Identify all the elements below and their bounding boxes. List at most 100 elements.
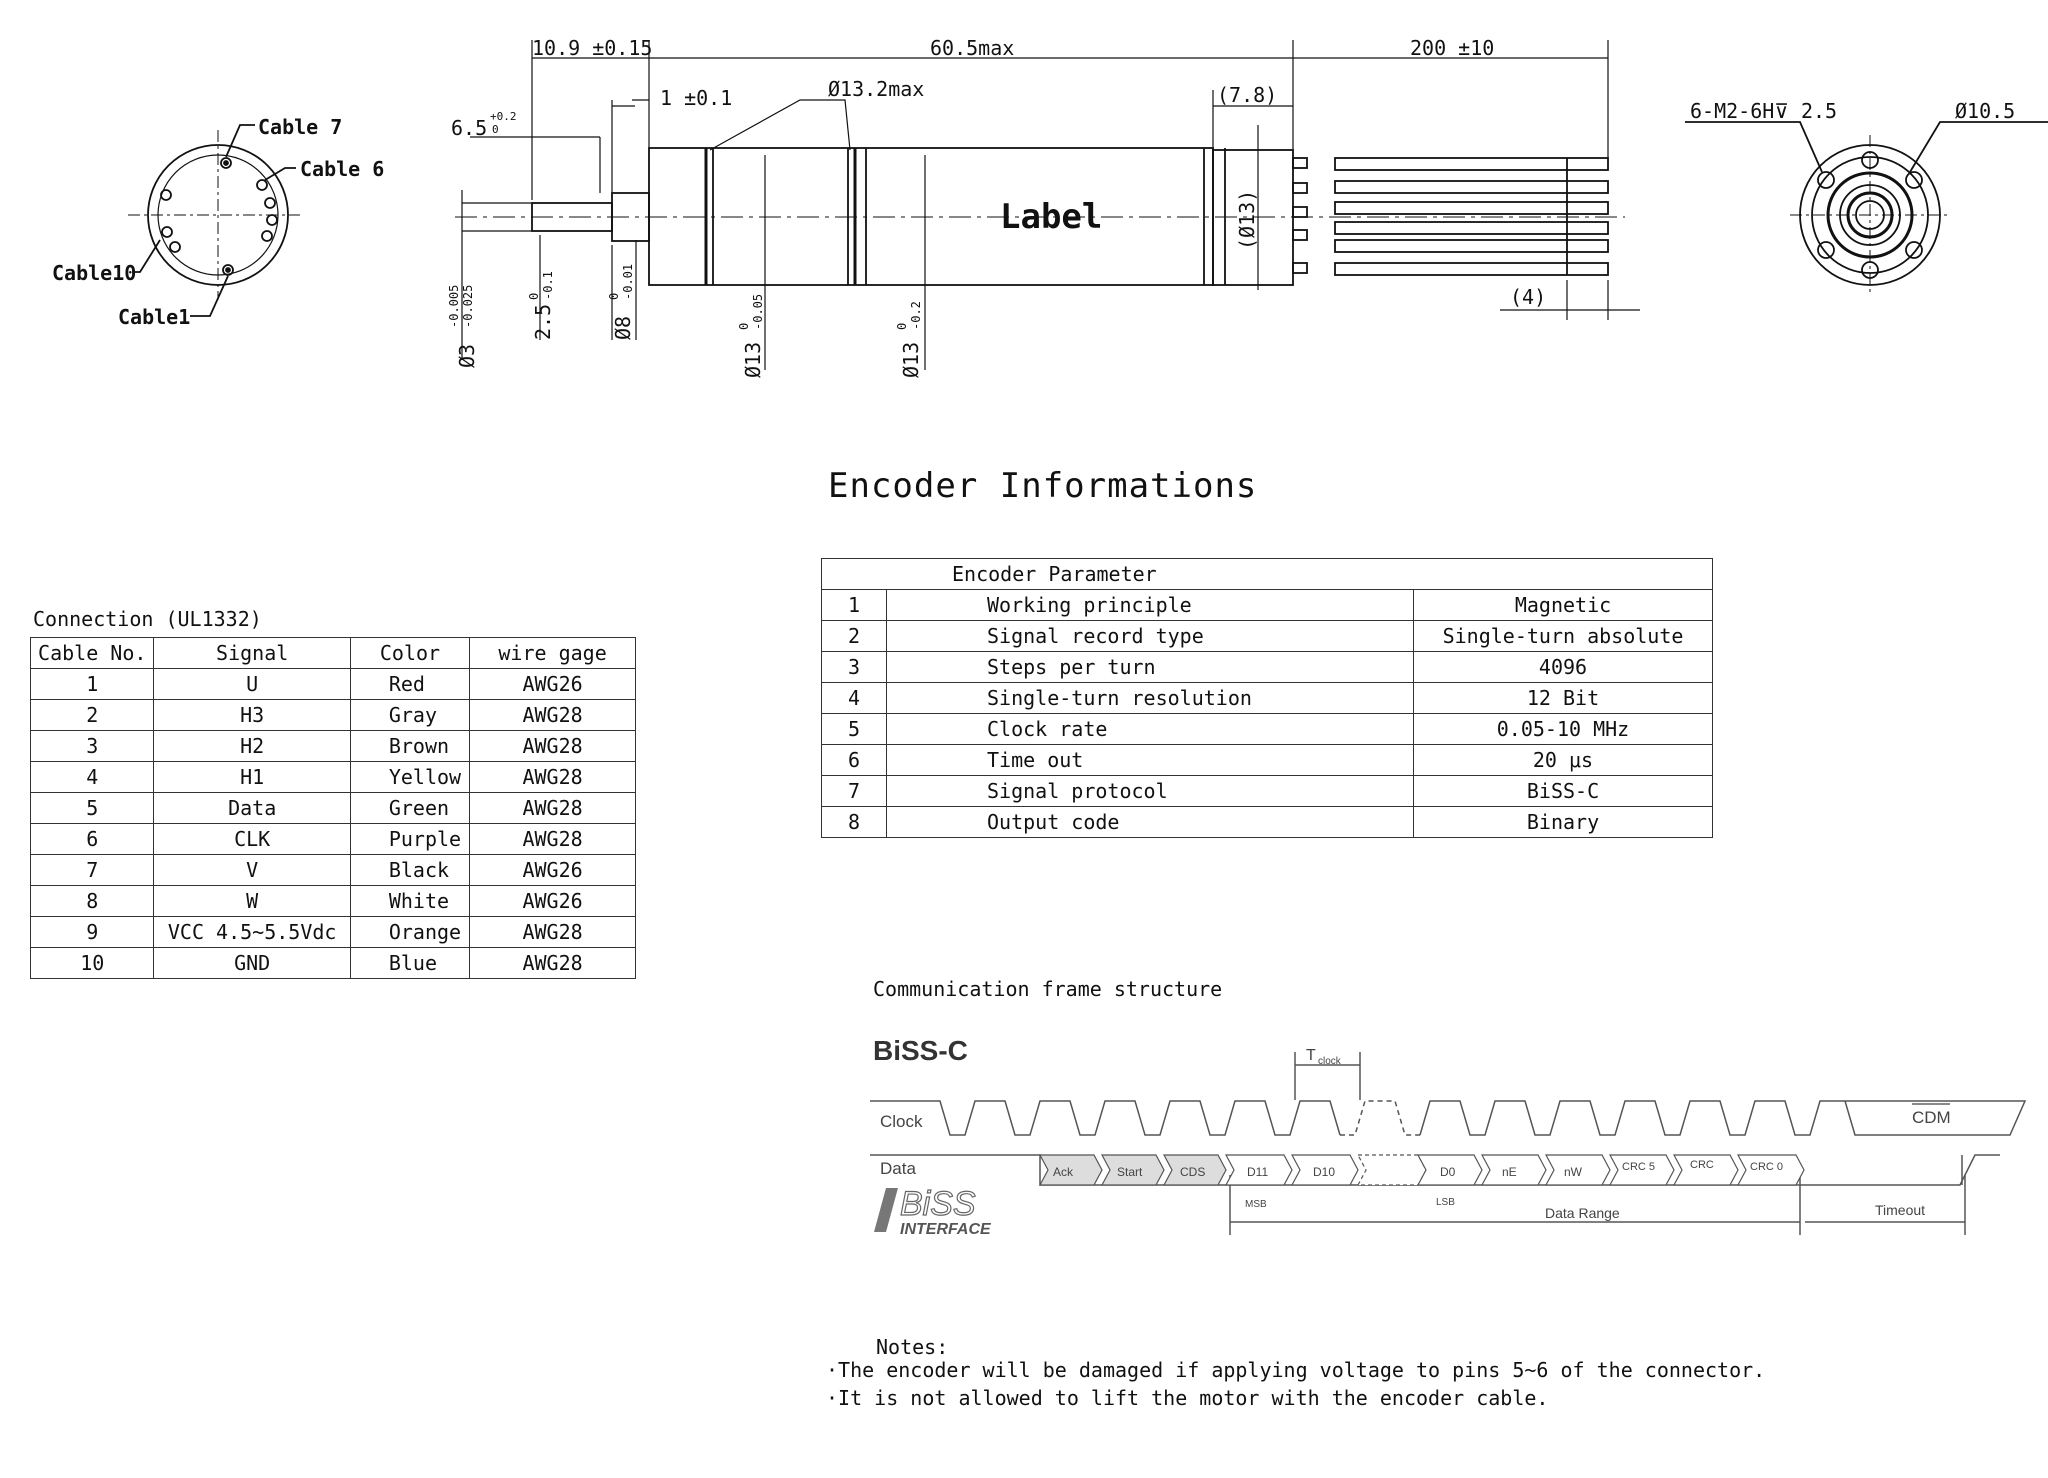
cell-crc0: CRC 0 — [1750, 1161, 1783, 1173]
table-header-row: Cable No. Signal Color wire gage — [29, 637, 636, 669]
cell: H2 — [153, 730, 351, 762]
dim-13a-tol2: -0.05 — [751, 294, 765, 330]
cell: CLK — [153, 823, 351, 855]
cell: Clock rate — [886, 713, 1414, 745]
msb-label: MSB — [1245, 1199, 1267, 1210]
dim-2-5-tol: 0 — [527, 293, 541, 300]
cell: H1 — [153, 761, 351, 793]
dim-6-5-tol2: 0 — [492, 123, 499, 136]
cell: 7 — [821, 775, 887, 807]
front-view — [128, 124, 300, 317]
cell: AWG28 — [469, 947, 636, 979]
cell: 1 — [29, 668, 155, 700]
dim-1: 1 ±0.1 — [660, 86, 732, 110]
dim-3-tol2: -0.025 — [461, 285, 475, 328]
cell: 0.05-10 MHz — [1413, 713, 1713, 745]
cell: 12 Bit — [1413, 682, 1713, 714]
header-cell: wire gage — [469, 637, 636, 669]
dim-10-9: 10.9 ±0.15 — [532, 36, 652, 60]
cell-cds: CDS — [1180, 1165, 1205, 1179]
cell: Orange — [349, 916, 471, 948]
note-line-2: ·It is not allowed to lift the motor wit… — [826, 1386, 1549, 1410]
cell: 4 — [821, 682, 887, 714]
cell: Black — [349, 854, 471, 886]
connection-caption: Connection (UL1332) — [33, 607, 262, 631]
cell: 7 — [29, 854, 155, 886]
end-dia: Ø10.5 — [1955, 99, 2015, 123]
end-thread: 6-M2-6H⊽ 2.5 — [1690, 99, 1837, 123]
cell: 2 — [821, 620, 887, 652]
cable1-label: Cable1 — [118, 305, 190, 329]
data-label: Data — [880, 1159, 916, 1178]
cell: 5 — [29, 792, 155, 824]
dim-13a: Ø13 — [741, 342, 765, 378]
cell: 3 — [29, 730, 155, 762]
dim-3: Ø3 — [455, 344, 479, 368]
cell: Working principle — [886, 589, 1414, 621]
cell: White — [349, 885, 471, 917]
encoder-title: Encoder Informations — [828, 466, 1258, 506]
dim-2-5-tol2: -0.1 — [541, 271, 555, 300]
cell: Red — [349, 668, 471, 700]
note-line-1: ·The encoder will be damaged if applying… — [826, 1358, 1766, 1382]
dim-13b: Ø13 — [899, 342, 923, 378]
dim-8-tol2: -0.01 — [621, 264, 635, 300]
cell: AWG28 — [469, 730, 636, 762]
cell: AWG28 — [469, 699, 636, 731]
data-range-label: Data Range — [1545, 1205, 1620, 1221]
cell: AWG26 — [469, 854, 636, 886]
cable6-label: Cable 6 — [300, 157, 384, 181]
cell: 1 — [821, 589, 887, 621]
cell: 6 — [821, 744, 887, 776]
data-cells — [1039, 1154, 1805, 1186]
cell: U — [153, 668, 351, 700]
dim-2-5: 2.5 — [531, 304, 555, 340]
cell: 10 — [29, 947, 155, 979]
svg-text:INTERFACE: INTERFACE — [900, 1221, 992, 1238]
cell: 3 — [821, 651, 887, 683]
frame-title: Communication frame structure — [873, 977, 1223, 1001]
cdm-label: CDM — [1912, 1108, 1951, 1127]
cell: W — [153, 885, 351, 917]
frame-protocol: BiSS-C — [873, 1035, 968, 1066]
cell: AWG26 — [469, 668, 636, 700]
dim-60-5: 60.5max — [930, 36, 1014, 60]
cell: 6 — [29, 823, 155, 855]
dim-13b-tol: 0 — [895, 323, 909, 330]
body-label: Label — [1000, 197, 1102, 237]
cell: Gray — [349, 699, 471, 731]
cell: Single-turn resolution — [886, 682, 1414, 714]
dim-6-5: 6.5 — [451, 116, 487, 140]
cell: 20 μs — [1413, 744, 1713, 776]
dim-6-5-tol: +0.2 — [490, 110, 517, 123]
tclock-sub: clock — [1318, 1056, 1342, 1067]
cell: Brown — [349, 730, 471, 762]
cell: Purple — [349, 823, 471, 855]
dim-4: (4) — [1510, 285, 1546, 309]
cell: 5 — [821, 713, 887, 745]
header-cell: Signal — [153, 637, 351, 669]
cell: H3 — [153, 699, 351, 731]
header-cell: Cable No. — [29, 637, 155, 669]
cell-d0: D0 — [1440, 1165, 1456, 1179]
cell: Output code — [886, 806, 1414, 838]
dim-3-tol: -0.005 — [447, 285, 461, 328]
biss-logo: BiSS INTERFACE — [874, 1184, 992, 1238]
table-header-row: Encoder Parameter — [821, 558, 1713, 590]
cell: 4096 — [1413, 651, 1713, 683]
